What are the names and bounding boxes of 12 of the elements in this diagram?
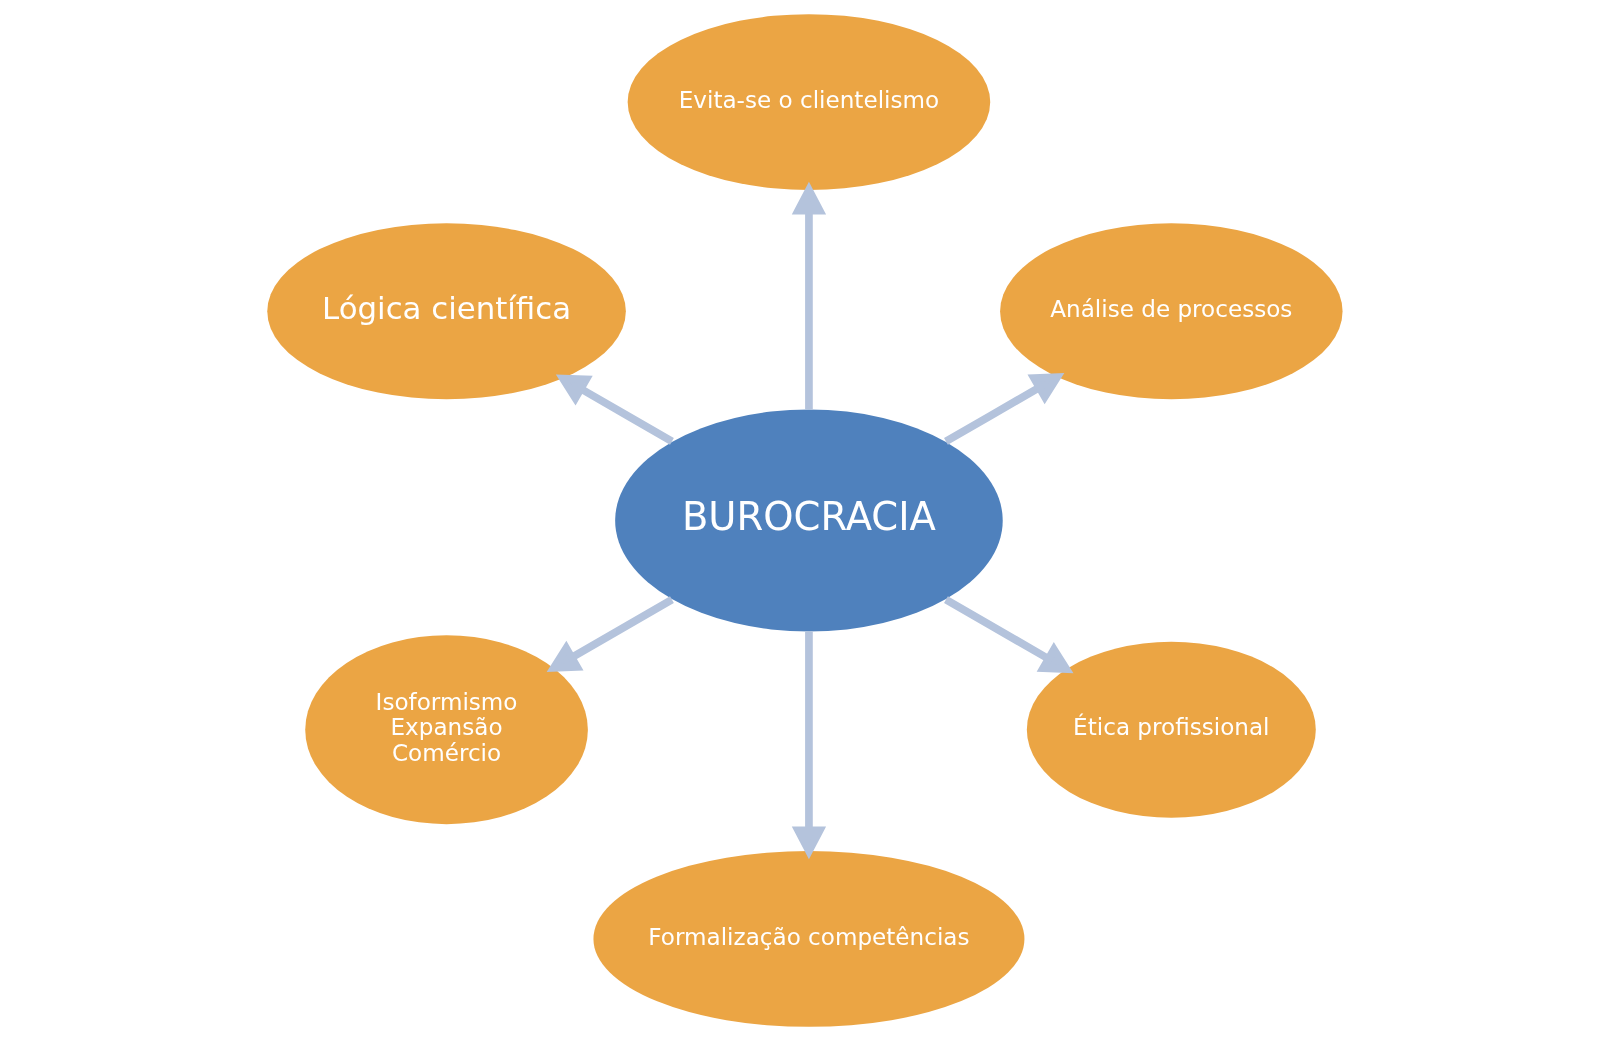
arrow bbox=[555, 373, 674, 445]
arrow bbox=[791, 181, 826, 409]
arrow bbox=[943, 595, 1073, 673]
node-ellipse: Formalização competências bbox=[592, 850, 1024, 1027]
node-ellipse: Análise de processos bbox=[999, 222, 1343, 399]
arrow bbox=[943, 372, 1064, 445]
node-ellipse: Lógica científica bbox=[266, 222, 626, 399]
node-ellipse: Evita-se o clientelismo bbox=[627, 13, 990, 190]
node-ellipse: Isoformismo Expansão Comércio bbox=[304, 634, 588, 824]
node-ellipse: BUROCRACIA bbox=[614, 409, 1003, 631]
arrow bbox=[546, 595, 674, 672]
arrow bbox=[791, 631, 826, 859]
